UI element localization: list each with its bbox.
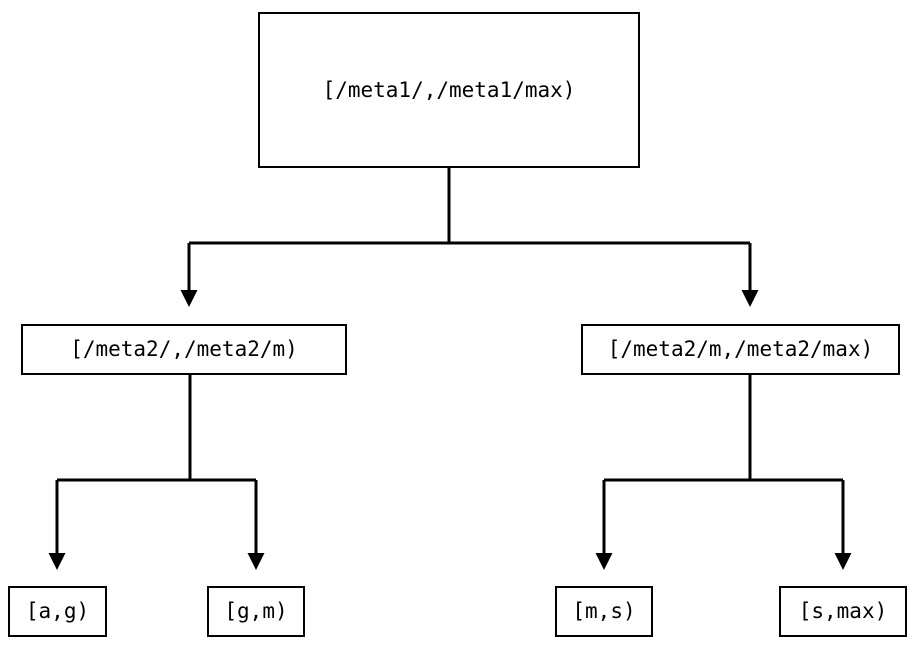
node-root-label: [/meta1/,/meta1/max) [322,77,576,102]
arrowhead-to-leaf-a-g [48,553,66,570]
node-root[interactable]: [/meta1/,/meta1/max) [258,12,640,168]
arrowhead-to-leaf-g-m [247,553,265,570]
node-leaf-a-g-label: [a,g) [25,599,90,623]
node-mid-right-label: [/meta2/m,/meta2/max) [607,337,874,361]
node-leaf-m-s[interactable]: [m,s) [555,586,653,637]
node-leaf-s-max-label: [s,max) [798,599,888,623]
arrowhead-to-leaf-s-max [834,553,852,570]
arrowhead-to-leaf-m-s [595,553,613,570]
node-mid-left-label: [/meta2/,/meta2/m) [70,337,298,361]
node-leaf-g-m-label: [g,m) [224,599,288,623]
node-leaf-m-s-label: [m,s) [572,599,636,623]
node-leaf-s-max[interactable]: [s,max) [779,586,907,637]
arrowhead-to-mid-left [180,290,198,307]
arrowhead-to-mid-right [741,290,759,307]
node-leaf-a-g[interactable]: [a,g) [8,586,107,637]
node-leaf-g-m[interactable]: [g,m) [207,586,305,637]
node-mid-left[interactable]: [/meta2/,/meta2/m) [21,324,347,375]
node-mid-right[interactable]: [/meta2/m,/meta2/max) [581,324,900,375]
